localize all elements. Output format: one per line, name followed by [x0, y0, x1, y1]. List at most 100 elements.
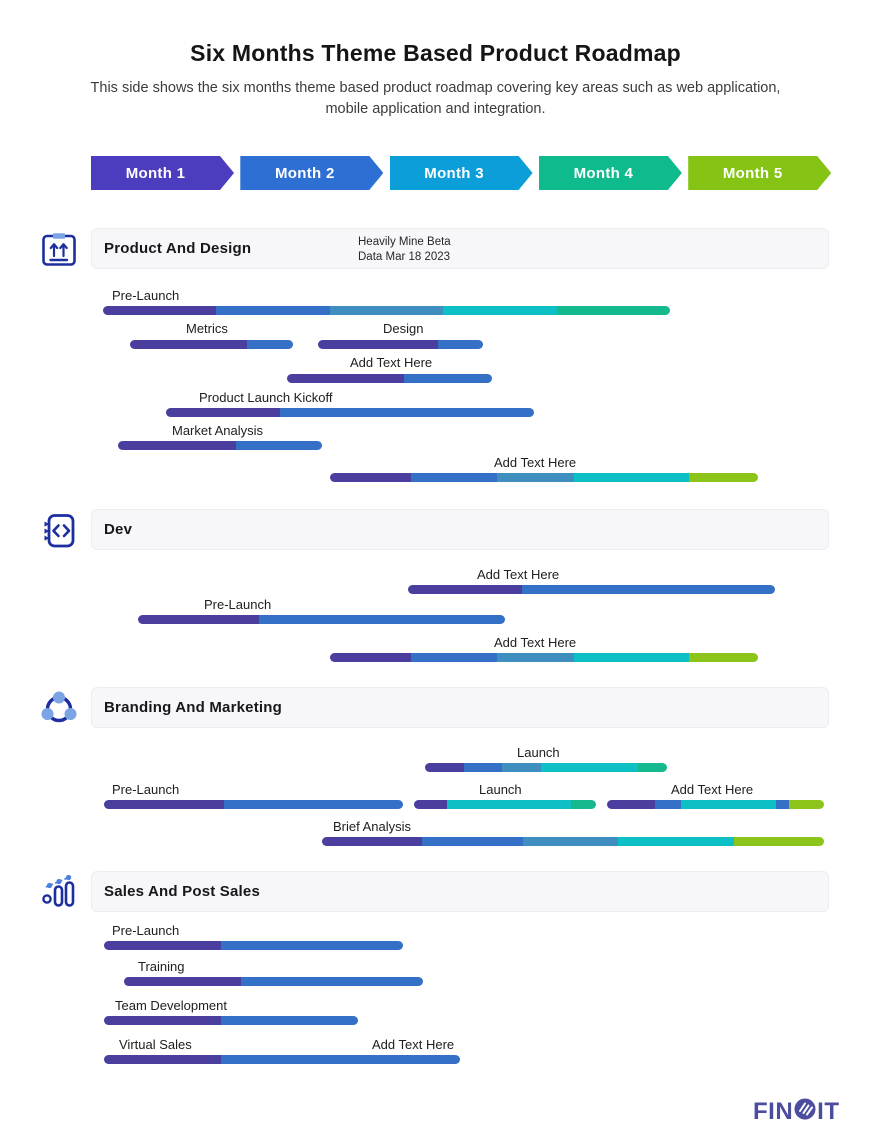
bar-segment [240, 977, 423, 986]
section-title: Product And Design [104, 240, 252, 257]
bar-segment [411, 473, 497, 482]
bar-segment [422, 837, 523, 846]
bar-segment [733, 837, 824, 846]
gantt-bar [318, 340, 483, 349]
bar-label: Brief Analysis [333, 819, 412, 834]
bar-segment [247, 340, 293, 349]
bar-segment [502, 763, 542, 772]
section-title: Dev [104, 521, 133, 538]
package-up-icon [40, 230, 78, 268]
bar-segment [330, 473, 412, 482]
bar-label: Add Text Here [477, 567, 560, 582]
code-notebook-icon [40, 511, 78, 549]
bar-segment [104, 800, 224, 809]
bar-label: Metrics [186, 321, 228, 336]
bar-segment [124, 977, 241, 986]
bar-segment [330, 653, 412, 662]
gantt-bar [130, 340, 293, 349]
bar-label: Design [383, 321, 424, 336]
bar-segment [220, 1016, 358, 1025]
bar-segment [223, 800, 403, 809]
section-header: Product And Design [91, 228, 829, 269]
bar-segment [104, 1055, 222, 1064]
bar-segment [318, 340, 439, 349]
bar-segment [438, 340, 483, 349]
bar-segment [287, 374, 404, 383]
bar-label: Pre-Launch [112, 782, 180, 797]
bar-label: Launch [517, 745, 560, 760]
bar-label: Launch [479, 782, 522, 797]
month-arrow-1: Month 1 [91, 156, 234, 190]
bar-segment [496, 473, 574, 482]
bar-segment [411, 653, 497, 662]
bar-label: Pre-Launch [112, 288, 180, 303]
month-label: Month 4 [573, 164, 634, 182]
gantt-bar [607, 800, 824, 809]
gantt-bar [104, 1055, 460, 1064]
bar-segment [103, 306, 217, 315]
gantt-bar [330, 473, 758, 482]
page-title: Six Months Theme Based Product Roadmap [190, 40, 681, 66]
section-title: Sales And Post Sales [104, 883, 261, 900]
bar-segment [425, 763, 464, 772]
gantt-bar [408, 585, 775, 594]
bar-segment [259, 615, 505, 624]
bar-segment [104, 941, 221, 950]
bar-segment [607, 800, 655, 809]
bar-segment [118, 441, 237, 450]
bar-segment [130, 340, 248, 349]
bar-segment [776, 800, 790, 809]
bar-segment [220, 941, 403, 950]
bar-segment [496, 653, 574, 662]
bar-segment [570, 800, 596, 809]
bar-segment [789, 800, 824, 809]
month-label: Month 3 [424, 164, 484, 182]
section-note-line: Heavily Mine Beta [358, 236, 451, 248]
gantt-bar [414, 800, 596, 809]
bar-segment [414, 800, 447, 809]
bar-segment [403, 374, 492, 383]
bar-label: Add Text Here [494, 635, 577, 650]
bar-segment [329, 306, 444, 315]
gantt-bar [104, 1016, 358, 1025]
month-arrow-4: Month 4 [539, 156, 682, 190]
bar-segment [280, 408, 534, 417]
share-network-icon [40, 689, 78, 727]
section-header: Sales And Post Sales [91, 871, 829, 912]
gantt-bar [425, 763, 667, 772]
gantt-bar [103, 306, 670, 315]
gantt-bar [104, 800, 403, 809]
gantt-bar [118, 441, 322, 450]
bar-segment [689, 473, 758, 482]
bar-label: Pre-Launch [204, 597, 272, 612]
bar-label: Market Analysis [172, 423, 264, 438]
bar-segment [446, 800, 571, 809]
page-subtitle: This side shows the six months theme bas… [90, 80, 781, 117]
bar-segment [522, 837, 619, 846]
section-title: Branding And Marketing [104, 699, 283, 716]
bar-label: Add Text Here [350, 355, 433, 370]
month-label: Month 1 [125, 164, 186, 182]
bar-label: Team Development [115, 998, 227, 1013]
bar-segment [166, 408, 281, 417]
logo-o-icon [794, 1098, 816, 1127]
bar-label: Product Launch Kickoff [199, 390, 333, 405]
bar-segment [689, 653, 758, 662]
bar-segment [556, 306, 670, 315]
section-header: Dev [91, 509, 829, 550]
bar-label: Add Text Here [372, 1037, 455, 1052]
bar-segment [573, 653, 690, 662]
bar-segment [618, 837, 734, 846]
gantt-bar [138, 615, 505, 624]
bar-label: Virtual Sales [119, 1037, 192, 1052]
gantt-bar [287, 374, 492, 383]
logo-text-left: FIN [753, 1097, 794, 1125]
month-arrow-2: Month 2 [240, 156, 383, 190]
month-label: Month 2 [275, 164, 335, 182]
bar-label: Add Text Here [671, 782, 754, 797]
section-header: Branding And Marketing [91, 687, 829, 728]
bar-segment [216, 306, 330, 315]
bar-segment [654, 800, 681, 809]
